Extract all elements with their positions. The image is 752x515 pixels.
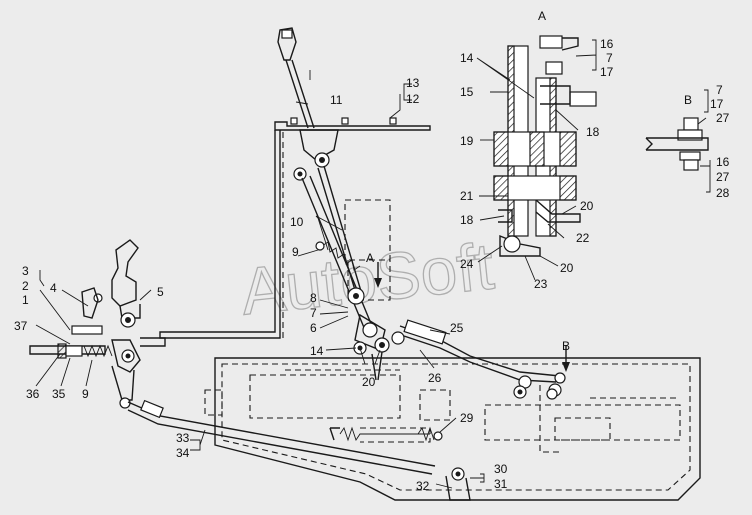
callout-6: 6 <box>310 321 317 335</box>
callout-32: 32 <box>416 479 430 493</box>
callout-27-view-b-upper: 27 <box>716 111 730 125</box>
callout-17-view-b: 17 <box>710 97 724 111</box>
callout-33: 33 <box>176 431 190 445</box>
callout-21: 21 <box>460 189 474 203</box>
callout-2: 2 <box>22 279 29 293</box>
callout-34: 34 <box>176 446 190 460</box>
spring-29 <box>329 426 443 443</box>
callout-27-view-b-lower: 27 <box>716 170 730 184</box>
long-rod-33 <box>127 399 471 501</box>
callout-15: 15 <box>460 85 474 99</box>
left-lever-assembly <box>29 239 166 409</box>
link-rods <box>301 165 373 331</box>
callout-1: 1 <box>22 293 29 307</box>
callout-20-view-a-upper: 20 <box>580 199 594 213</box>
callout-25: 25 <box>450 321 464 335</box>
arrow-a-center <box>374 262 382 288</box>
callout-7-view-a: 7 <box>606 51 613 65</box>
callout-17-view-a: 17 <box>600 65 614 79</box>
callout-35: 35 <box>52 387 66 401</box>
callout-16-view-a: 16 <box>600 37 614 51</box>
mounting-plate <box>159 117 431 339</box>
callout-9-lower: 9 <box>82 387 89 401</box>
callout-3: 3 <box>22 264 29 278</box>
view-b-detail <box>645 117 709 171</box>
callout-18-view-a: 18 <box>586 125 600 139</box>
callout-14-view-a: 14 <box>460 51 474 65</box>
arrow-a-label: A <box>366 251 374 265</box>
callout-14-center: 14 <box>310 344 324 358</box>
callout-20-view-a-lower: 20 <box>560 261 574 275</box>
callout-19: 19 <box>460 134 474 148</box>
callout-11: 11 <box>330 93 343 107</box>
view-a-label: A <box>538 9 546 23</box>
callout-7: 7 <box>310 306 317 320</box>
callout-23: 23 <box>534 277 548 291</box>
callout-29: 29 <box>460 411 474 425</box>
callout-26: 26 <box>428 371 442 385</box>
callout-4: 4 <box>50 281 57 295</box>
callout-5: 5 <box>157 285 164 299</box>
callout-labels: 11 13 12 10 9 8 7 6 14 20 25 26 5 4 3 2 … <box>14 37 730 493</box>
gear-lever <box>277 27 339 181</box>
callout-12: 12 <box>406 92 420 106</box>
callout-30: 30 <box>494 462 508 476</box>
arrow-b-label: B <box>562 339 570 353</box>
callout-7-view-b: 7 <box>716 83 723 97</box>
callout-10: 10 <box>290 215 304 229</box>
callout-13: 13 <box>406 76 420 90</box>
view-b-label: B <box>684 93 692 107</box>
callout-31: 31 <box>494 477 508 491</box>
callout-9-upper: 9 <box>292 245 299 259</box>
callout-16-view-b: 16 <box>716 155 730 169</box>
callout-24: 24 <box>460 257 474 271</box>
callout-18-lower: 18 <box>460 213 474 227</box>
callout-28: 28 <box>716 186 730 200</box>
gearbox-housing <box>204 130 701 501</box>
leader-lines <box>35 39 711 489</box>
callout-8: 8 <box>310 291 317 305</box>
callout-36: 36 <box>26 387 40 401</box>
callout-37: 37 <box>14 319 28 333</box>
rod-25 <box>399 319 570 400</box>
callout-22: 22 <box>576 231 590 245</box>
view-a-detail <box>493 35 597 257</box>
callout-20-center: 20 <box>362 375 376 389</box>
